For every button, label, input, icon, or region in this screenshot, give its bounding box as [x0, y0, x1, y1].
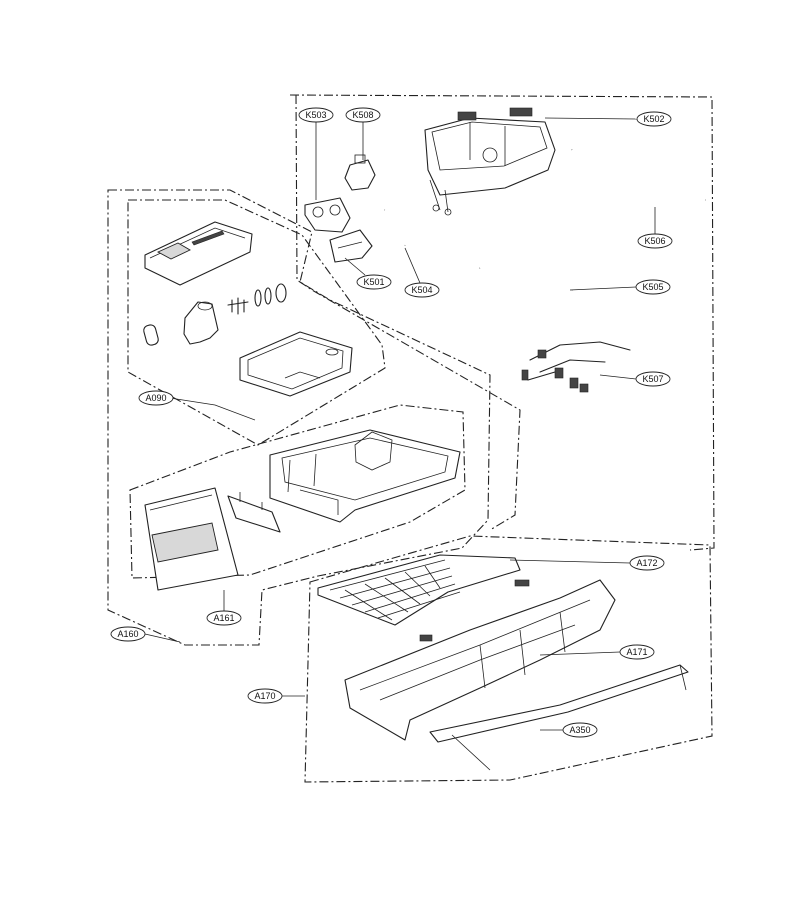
callout-k507-text: K507 [642, 374, 663, 384]
o-rings-part [254, 283, 287, 307]
callout-k503: K503 [298, 107, 334, 123]
small-cylinder-part [143, 324, 159, 346]
inlet-hose-short-part [384, 207, 411, 246]
water-valve-part [304, 197, 351, 233]
drawer-front-panel-part [144, 487, 239, 591]
callout-a350: A350 [562, 722, 598, 738]
sensor-part [344, 154, 376, 191]
callout-k504: K504 [404, 282, 440, 298]
siphon-cap-part [183, 301, 219, 345]
group-boundary-a090 [127, 199, 386, 446]
callout-k506: K506 [637, 233, 673, 249]
valve-bracket-part [329, 229, 373, 263]
dispenser-cap-part [144, 221, 253, 286]
group-boundary-a160 [107, 189, 491, 646]
callout-k502: K502 [636, 111, 672, 127]
rail-part [429, 664, 689, 771]
callout-a350-text: A350 [569, 725, 590, 735]
callout-a171-text: A171 [626, 647, 647, 657]
valve-connector-part [227, 297, 249, 315]
callout-a172-text: A172 [636, 558, 657, 568]
callout-k506-text: K506 [644, 236, 665, 246]
callout-k503-text: K503 [305, 110, 326, 120]
filter-grid-part [317, 554, 521, 626]
curved-hose-part [478, 251, 575, 293]
callout-k507: K507 [635, 371, 671, 387]
callout-k508: K508 [345, 107, 381, 123]
callout-k502-text: K502 [643, 114, 664, 124]
callout-a160-text: A160 [117, 629, 138, 639]
callout-a160: A160 [110, 626, 146, 642]
group-boundary-k500 [289, 94, 715, 551]
support-frame-part [344, 579, 616, 741]
group-boundary-a170 [304, 535, 713, 783]
leader-lines [144, 117, 656, 731]
dispenser-housing-part [424, 107, 556, 216]
drawer-insert-part [227, 492, 281, 533]
callout-k505-text: K505 [642, 282, 663, 292]
callout-a090-text: A090 [145, 393, 166, 403]
drawer-body-part [269, 429, 461, 523]
callout-k505: K505 [635, 279, 671, 295]
callout-a171: A171 [619, 644, 655, 660]
drain-hose-long-part [569, 148, 706, 203]
callout-k501-text: K501 [363, 277, 384, 287]
wire-harness-part [521, 341, 631, 393]
callout-a172: A172 [629, 555, 665, 571]
callout-a090: A090 [138, 390, 174, 406]
callout-a170-text: A170 [254, 691, 275, 701]
callout-k504-text: K504 [411, 285, 432, 295]
callout-a161: A161 [206, 610, 242, 626]
callout-k501: K501 [356, 274, 392, 290]
callout-a170: A170 [247, 688, 283, 704]
callout-k508-text: K508 [352, 110, 373, 120]
detergent-tray-part [239, 331, 353, 397]
callout-a161-text: A161 [213, 613, 234, 623]
